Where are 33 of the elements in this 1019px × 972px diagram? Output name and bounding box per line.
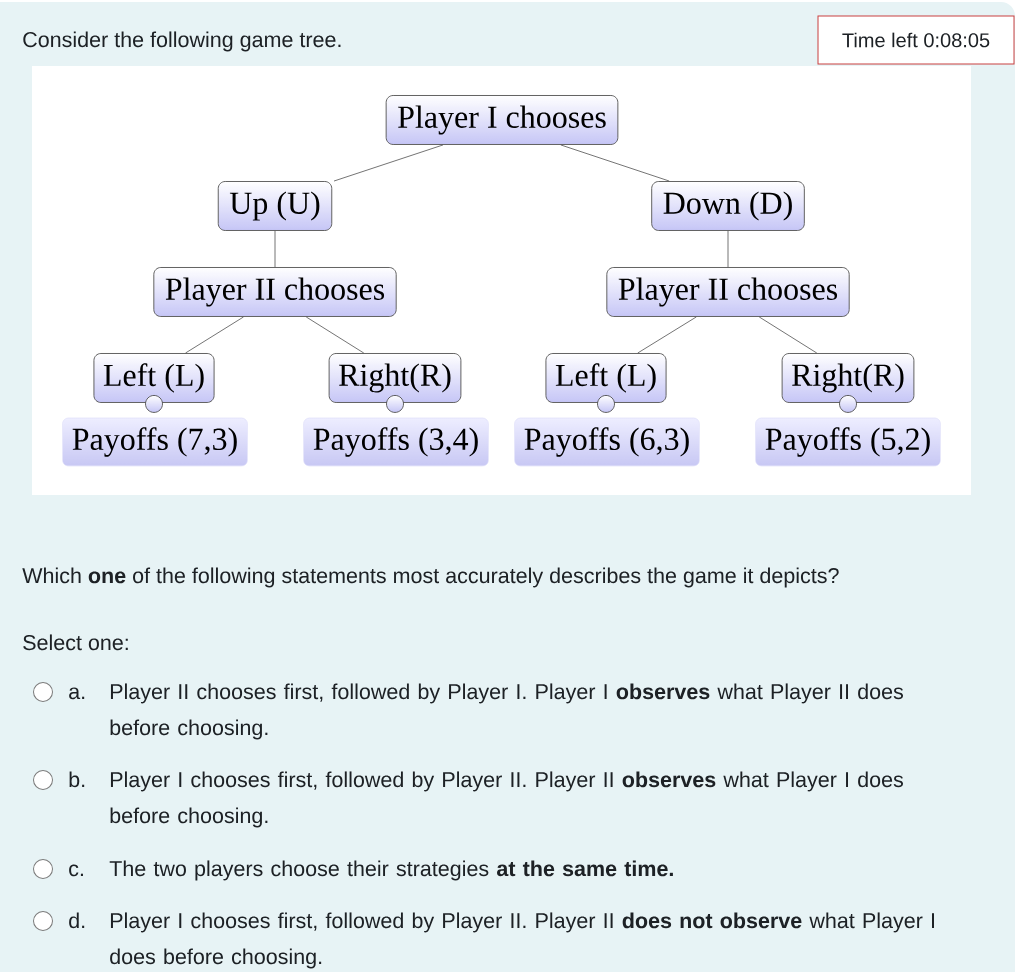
payoff-box: Payoffs (6,3): [514, 417, 700, 467]
option-text: Player II chooses first, followed by Player I. Player I observes what Player II does before choosing.: [110, 683, 903, 740]
select-one-label: Select one:: [23, 634, 128, 651]
prompt-text: Which one of the following statements most accurately describes the game it depicts?: [22, 567, 839, 588]
payoff-box: Payoffs (3,4): [303, 417, 489, 467]
option-text: The two players choose their strategies at the same time.: [109, 860, 673, 881]
option-letter: d.: [69, 912, 85, 929]
tree-branch-line: [637, 316, 697, 354]
tree-branch-line: [274, 230, 276, 268]
action-box: Up (U): [217, 181, 333, 231]
tree-branch-line: [185, 316, 244, 354]
action-box: Right(R): [781, 353, 915, 403]
tree-branch-line: [305, 316, 365, 354]
option-text: Player I chooses first, followed by Player II. Player II does not observe what Player I does before choosing.: [110, 912, 934, 969]
payoff-box: Payoffs (5,2): [755, 417, 941, 467]
tree-branch-line: [758, 316, 818, 354]
tree-branch-line: [333, 144, 444, 182]
option-text: Player I chooses first, followed by Player II. Player II observes what Player I does before choosing.: [110, 771, 903, 828]
decision-node-box: Player II chooses: [606, 267, 850, 317]
action-box: Down (D): [651, 181, 805, 231]
action-box: Left (L): [545, 353, 667, 403]
tree-branch-line: [560, 144, 670, 182]
action-box: Left (L): [93, 353, 215, 403]
option-letter: a.: [69, 687, 85, 700]
tree-branch-line: [727, 230, 729, 268]
decision-node-box: Player II chooses: [153, 267, 397, 317]
option-letter: b.: [69, 771, 85, 788]
decision-node-box: Player I chooses: [385, 95, 619, 145]
question-text: Consider the following game tree.: [23, 31, 341, 52]
payoff-box: Payoffs (7,3): [62, 417, 248, 467]
option-letter: c.: [69, 864, 83, 877]
timer-box: Time left 0:08:05: [817, 15, 1015, 65]
action-box: Right(R): [328, 353, 462, 403]
